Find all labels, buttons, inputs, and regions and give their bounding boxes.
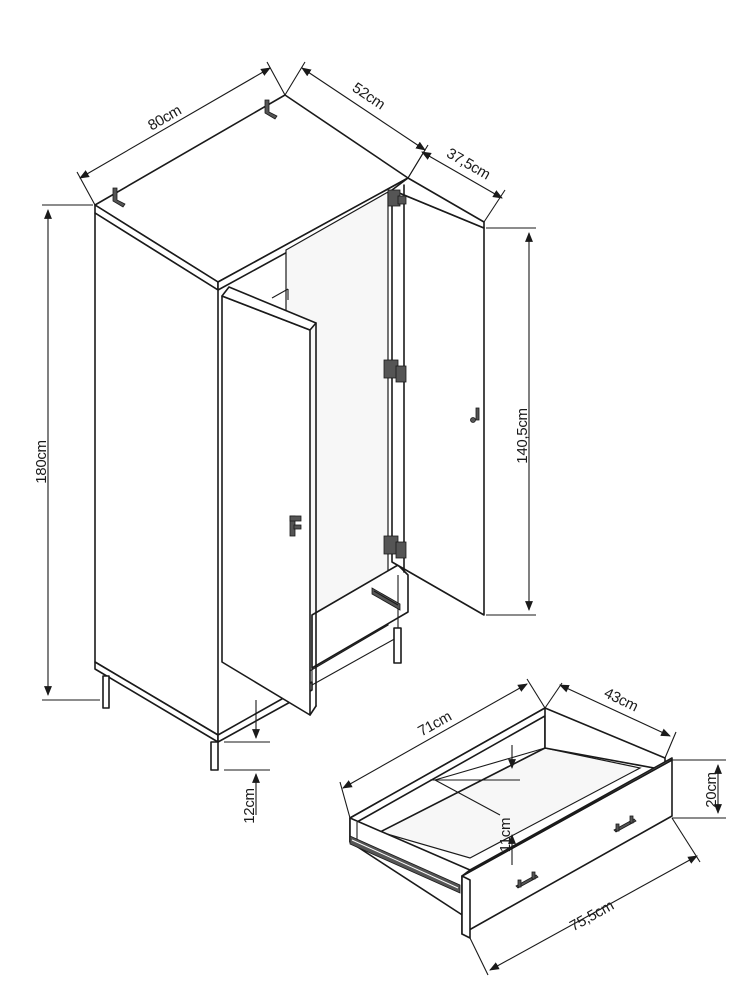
wardrobe-left-side — [94, 212, 219, 736]
drawer-front-left — [461, 875, 471, 939]
drawer-front-width-label: 75,5cm — [567, 897, 617, 935]
door-width-dimension-line — [421, 151, 503, 199]
drawer-inner-width-label: 71cm — [415, 708, 454, 740]
leg-height-label: 12cm — [241, 788, 258, 823]
height-label: 180cm — [33, 440, 50, 484]
depth-dimension-line — [301, 67, 426, 151]
depth-label: 52cm — [349, 79, 388, 113]
drawer-runner-icon — [371, 587, 401, 611]
drawer-width-dimension-line — [342, 683, 528, 789]
hinge-icon — [383, 189, 407, 559]
drawer-inner-depth-label: 43cm — [601, 685, 640, 716]
left-door — [221, 295, 311, 716]
door-handle-icon — [289, 515, 302, 537]
wardrobe — [94, 94, 485, 771]
door-knob-icon — [470, 407, 480, 423]
wardrobe-legs — [102, 627, 402, 771]
width-dimension-line — [79, 67, 271, 179]
drawer-front-edge — [461, 757, 673, 877]
drawer-runner-icon — [349, 835, 461, 894]
door-width-label: 37,5cm — [443, 145, 493, 183]
drawer-front-width-dimension-line — [489, 855, 698, 971]
door-height-label: 140,5cm — [514, 408, 531, 463]
drawer-inner-height-label: 11cm — [497, 818, 514, 852]
drawer-depth-dimension-line — [559, 684, 671, 737]
drawer-front-height-label: 20cm — [703, 772, 720, 807]
